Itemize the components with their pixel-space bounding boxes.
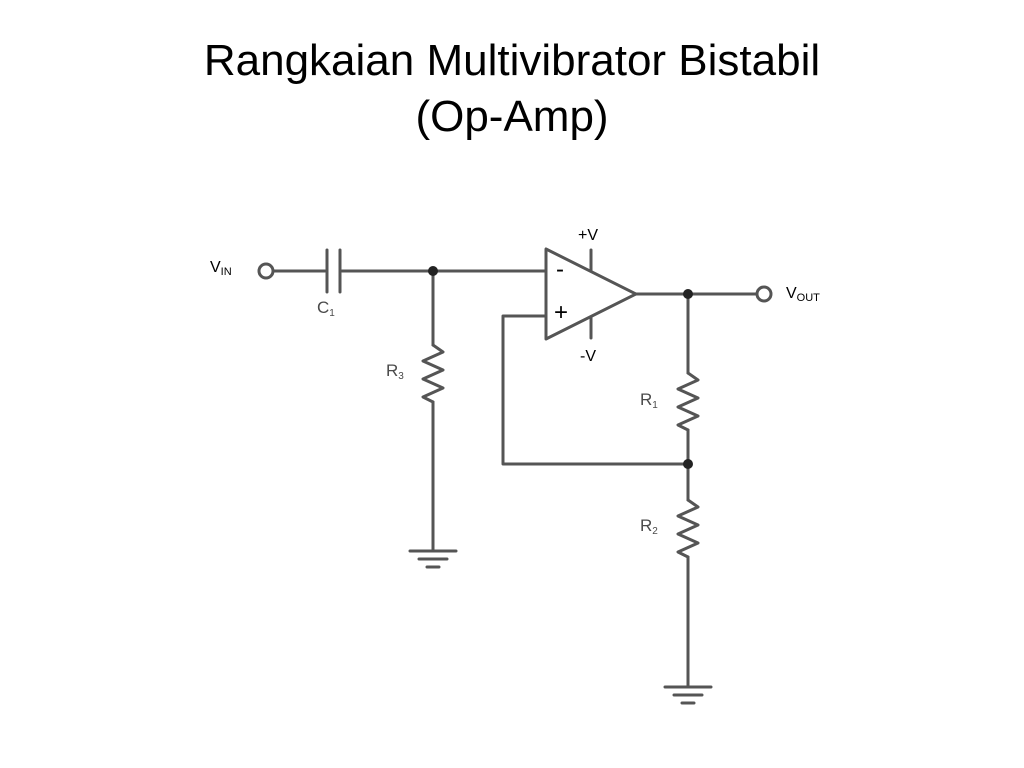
vin-label-sub: IN: [220, 266, 232, 278]
vin-terminal: [257, 262, 275, 280]
r1-label-sub: 1: [652, 400, 658, 411]
inverting-input-sign: -: [556, 256, 564, 283]
ground-symbol-r3: [408, 549, 458, 569]
r1-label-main: R: [640, 390, 653, 409]
noninverting-input-sign: +: [554, 299, 569, 326]
vin-label: VIN: [210, 259, 232, 281]
r2-label: R2: [640, 517, 658, 541]
junction-input-node: [428, 266, 438, 276]
minus-supply-label: -V: [580, 348, 596, 365]
resistor-r1: [676, 371, 700, 432]
capacitor-c1: [325, 248, 342, 294]
resistor-r2: [676, 498, 700, 559]
vout-label: VOUT: [786, 285, 820, 307]
vin-label-main: V: [210, 259, 221, 276]
junction-output-node: [683, 289, 693, 299]
vout-label-main: V: [786, 285, 797, 302]
c1-label: C1: [317, 299, 335, 323]
r1-label: R1: [640, 391, 658, 415]
c1-label-main: C: [317, 298, 330, 317]
r3-label-main: R: [386, 361, 399, 380]
r2-label-sub: 2: [652, 526, 658, 537]
r3-label-sub: 3: [398, 371, 404, 382]
wire-feedback: [501, 314, 690, 466]
title-line-2: (Op-Amp): [415, 92, 609, 141]
resistor-r3: [421, 343, 445, 404]
slide-title: Rangkaian Multivibrator Bistabil (Op-Amp…: [0, 33, 1024, 145]
ground-symbol-r2: [663, 685, 713, 705]
r2-label-main: R: [640, 516, 653, 535]
vout-terminal: [755, 285, 773, 303]
junction-feedback-node: [683, 459, 693, 469]
plus-supply-label: +V: [578, 227, 599, 244]
vout-label-sub: OUT: [796, 292, 820, 304]
title-line-1: Rangkaian Multivibrator Bistabil: [203, 36, 821, 85]
c1-label-sub: 1: [329, 308, 335, 319]
r3-label: R3: [386, 362, 404, 386]
